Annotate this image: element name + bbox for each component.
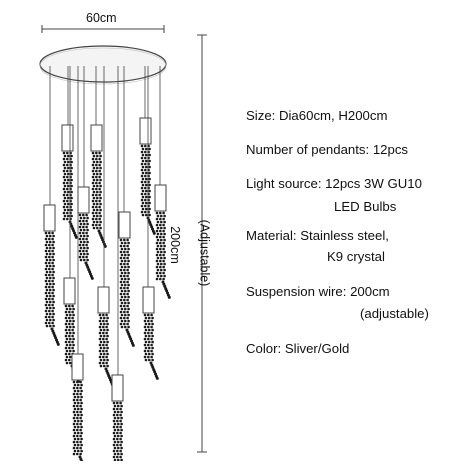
spec-suspension-wire: Suspension wire: 200cm <box>246 284 390 299</box>
spec-suspension-wire-cont: (adjustable) <box>360 306 429 321</box>
canopy <box>39 45 167 83</box>
pendant <box>154 66 171 299</box>
canopy-rim <box>39 47 167 85</box>
pendant <box>97 66 114 386</box>
pendant-body <box>63 277 76 305</box>
pendant-body <box>90 124 103 152</box>
crystal-strand <box>72 380 86 466</box>
pendant <box>139 66 156 235</box>
pendant <box>118 66 135 347</box>
spec-color: Color: Sliver/Gold <box>246 341 350 356</box>
pendant <box>142 66 159 380</box>
pendant-body <box>71 353 84 381</box>
crystal-strand <box>119 238 135 347</box>
pendant <box>77 66 94 280</box>
crystal-strand <box>98 313 114 386</box>
crystal-strand <box>44 231 60 346</box>
spec-light-source-cont: LED Bulbs <box>334 199 397 214</box>
crystal-strand <box>140 144 156 235</box>
pendant <box>61 66 78 239</box>
crystal-strand <box>155 211 171 299</box>
pendant-body <box>142 286 155 314</box>
pendant <box>90 66 107 248</box>
spec-material: Material: Stainless steel, <box>246 228 389 243</box>
pendant-body <box>77 186 90 214</box>
pendants-group <box>43 66 171 466</box>
pendant-body <box>43 204 56 232</box>
spec-material-cont: K9 crystal <box>327 249 385 264</box>
pendant-body <box>97 286 110 314</box>
spec-light-source: Light source: 12pcs 3W GU10 <box>246 176 422 191</box>
crystal-strand <box>143 313 159 380</box>
pendant-body <box>118 211 131 239</box>
crystal-strand <box>91 151 107 248</box>
width-label: 60cm <box>86 11 117 25</box>
pendant-body <box>111 374 124 402</box>
pendant-body <box>154 184 167 212</box>
adjustable-label: (Adjustable) <box>197 219 212 287</box>
height-label: 200cm <box>167 226 182 264</box>
pendant <box>43 66 60 346</box>
crystal-strand <box>78 213 94 280</box>
pendant-body <box>139 117 152 145</box>
crystal-strand <box>62 151 78 239</box>
spec-pendants: Number of pendants: 12pcs <box>246 142 409 157</box>
crystal-strand <box>112 401 123 466</box>
pendant <box>71 66 86 466</box>
pendant-body <box>61 124 74 152</box>
spec-size: Size: Dia60cm, H200cm <box>246 108 388 123</box>
